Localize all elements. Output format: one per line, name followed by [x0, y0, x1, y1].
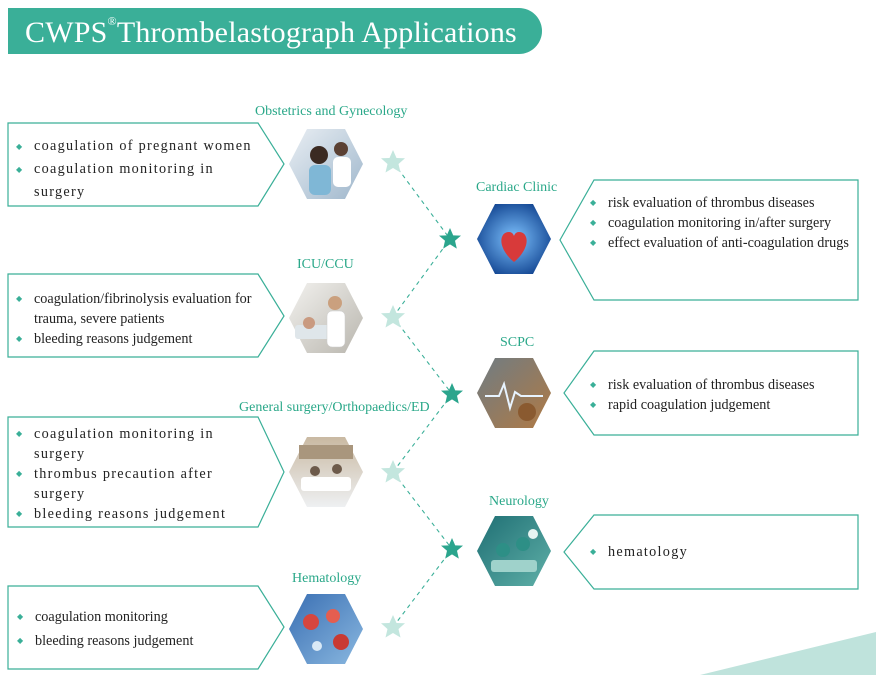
list-item: risk evaluation of thrombus diseases: [590, 193, 852, 213]
category-label-neurology: Neurology: [489, 494, 549, 509]
star-icon: [439, 228, 461, 249]
scpc-photo-hexagon: [477, 358, 551, 428]
connector-general-scpc: [392, 393, 453, 473]
scpc-item-list: risk evaluation of thrombus diseases rap…: [590, 375, 852, 415]
list-item: coagulation monitoring in surgery: [16, 158, 262, 204]
page-title: CWPS®Thrombelastograph Applications: [25, 14, 517, 49]
list-item: effect evaluation of anti-coagulation dr…: [590, 233, 852, 253]
hematology-item-list: coagulation monitoring bleeding reasons …: [17, 605, 257, 653]
box-outline-cardiac: [559, 179, 859, 301]
general-surgery-photo-hexagon: [289, 437, 363, 507]
hematology-photo-hexagon: [289, 594, 363, 664]
category-label-cardiac: Cardiac Clinic: [476, 180, 558, 195]
neurology-photo-hexagon: [477, 516, 551, 586]
star-icon: [441, 383, 463, 404]
connector-general-neurology: [392, 471, 453, 550]
list-item: thrombus precaution after surgery: [16, 464, 256, 504]
star-light-icon: [381, 305, 405, 328]
connector-icu-cardiac: [392, 238, 451, 318]
list-item: coagulation/fibrinolysis evaluation for …: [16, 289, 266, 329]
category-label-icu: ICU/CCU: [297, 257, 354, 272]
category-label-general-surgery: General surgery/Orthopaedics/ED: [239, 400, 430, 415]
list-item: rapid coagulation judgement: [590, 395, 852, 415]
list-item: risk evaluation of thrombus diseases: [590, 375, 852, 395]
category-label-obstetrics: Obstetrics and Gynecology: [255, 104, 408, 119]
box-outline-neurology: [563, 514, 859, 590]
list-item: bleeding reasons judgement: [16, 504, 256, 524]
star-light-icon: [381, 150, 405, 173]
box-outline-obstetrics: [7, 122, 285, 207]
cardiac-photo-hexagon: [477, 204, 551, 274]
list-item: coagulation monitoring: [17, 605, 257, 629]
connector-obstetrics-cardiac: [392, 161, 451, 240]
box-outline-hematology: [7, 585, 285, 670]
list-item: coagulation of pregnant women: [16, 135, 262, 158]
list-item: coagulation monitoring in/after surgery: [590, 213, 852, 233]
neurology-item-list: hematology: [590, 542, 852, 562]
list-item: bleeding reasons judgement: [16, 329, 266, 349]
list-item: bleeding reasons judgement: [17, 629, 257, 653]
star-light-icon: [381, 615, 405, 638]
category-label-hematology: Hematology: [292, 571, 362, 586]
star-light-icon: [381, 460, 405, 483]
corner-decoration: [700, 632, 876, 675]
box-outline-scpc: [563, 350, 859, 436]
box-outline-general-surgery: [7, 416, 285, 528]
star-icon: [441, 538, 463, 559]
cardiac-item-list: risk evaluation of thrombus diseases coa…: [590, 193, 852, 253]
list-item: hematology: [590, 542, 852, 562]
title-banner: CWPS®Thrombelastograph Applications: [8, 8, 542, 54]
box-outline-icu: [7, 273, 285, 358]
connector-icu-scpc: [392, 316, 453, 395]
obstetrics-photo-hexagon: [289, 129, 363, 199]
list-item: coagulation monitoring in surgery: [16, 424, 256, 464]
obstetrics-item-list: coagulation of pregnant women coagulatio…: [16, 135, 262, 204]
connector-hematology-neurology: [392, 548, 453, 628]
icu-item-list: coagulation/fibrinolysis evaluation for …: [16, 289, 266, 349]
icu-photo-hexagon: [289, 283, 363, 353]
general-surgery-item-list: coagulation monitoring in surgery thromb…: [16, 424, 256, 524]
category-label-scpc: SCPC: [500, 335, 535, 350]
